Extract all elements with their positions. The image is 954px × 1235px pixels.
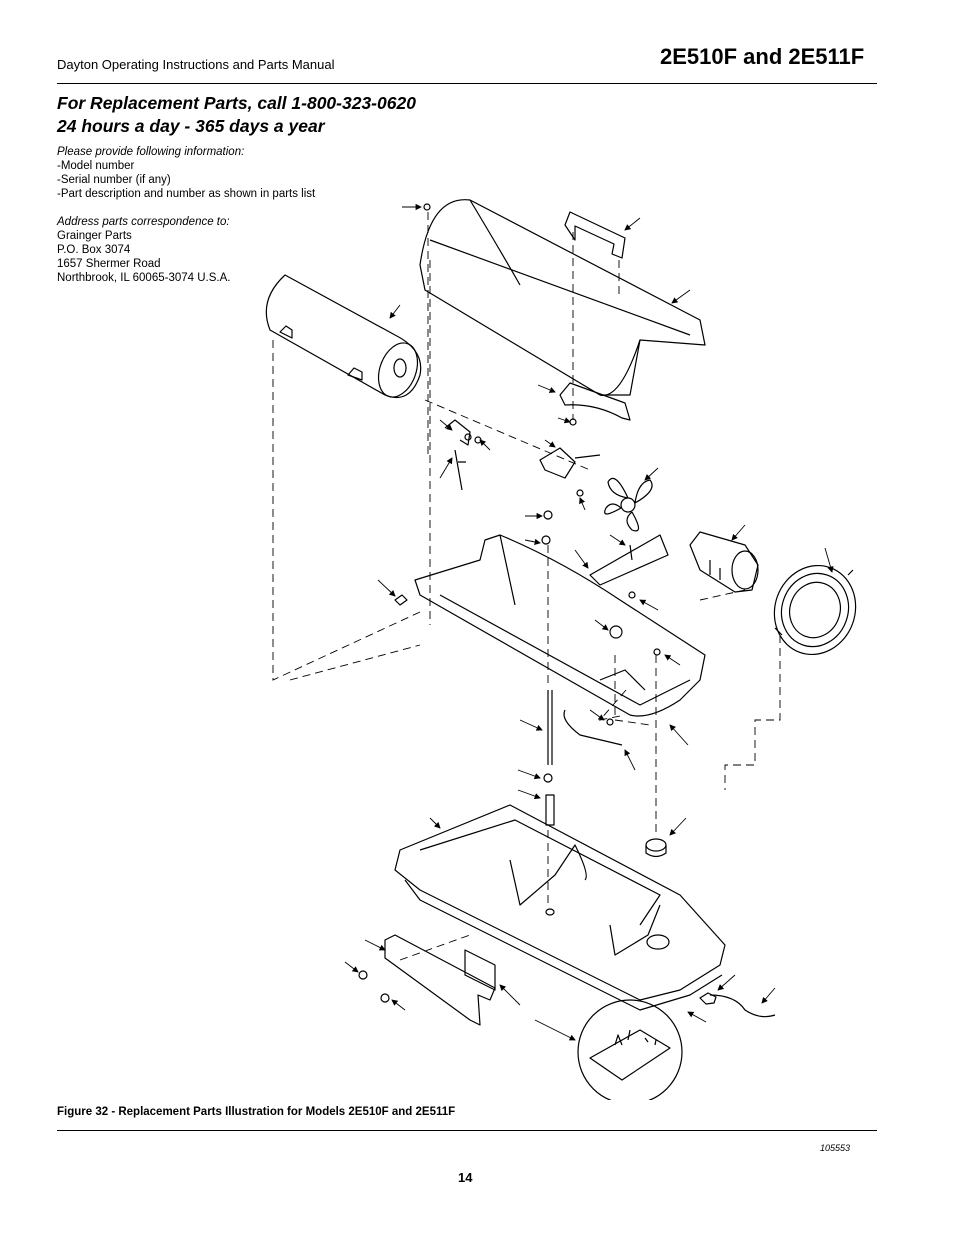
address-line: Northbrook, IL 60065-3074 U.S.A. — [57, 272, 231, 284]
manual-title: Dayton Operating Instructions and Parts … — [57, 57, 335, 72]
address-block: Address parts correspondence to: Grainge… — [57, 215, 230, 285]
fan-guard — [773, 564, 857, 656]
combustion-chamber — [265, 274, 422, 399]
info-item-serial: -Serial number (if any) — [57, 174, 171, 186]
info-item-part: -Part description and number as shown in… — [57, 188, 316, 200]
ignitor — [444, 419, 471, 491]
side-bracket — [384, 934, 496, 1026]
parts-illustration — [265, 199, 857, 1100]
replacement-phone-line: For Replacement Parts, call 1-800-323-06… — [57, 93, 416, 113]
replacement-parts-headline: For Replacement Parts, call 1-800-323-06… — [57, 92, 416, 138]
photocell-bracket — [539, 447, 601, 479]
lower-shell — [414, 534, 706, 717]
power-cord — [709, 994, 776, 1018]
gas-cap — [645, 838, 667, 858]
address-line: P.O. Box 3074 — [57, 244, 131, 256]
info-item-model: -Model number — [57, 160, 135, 172]
replacement-hours-line: 24 hours a day - 365 days a year — [57, 116, 325, 136]
fuel-tank — [394, 804, 726, 1011]
footer-rule — [57, 1130, 877, 1131]
address-line: Grainger Parts — [57, 230, 132, 242]
address-line: 1657 Shermer Road — [57, 258, 161, 270]
control-plate — [464, 949, 496, 991]
header-rule — [57, 83, 877, 84]
fuel-filter — [545, 794, 555, 826]
fan — [604, 477, 653, 532]
address-intro: Address parts correspondence to: — [57, 216, 230, 228]
handle — [564, 211, 626, 259]
info-intro: Please provide following information: — [57, 146, 245, 158]
page-number: 14 — [458, 1170, 473, 1185]
motor-bracket — [589, 534, 669, 586]
fuel-tube — [547, 690, 553, 765]
pc-board-detail — [577, 999, 683, 1100]
model-title: 2E510F and 2E511F — [660, 44, 865, 69]
upper-shell — [419, 199, 706, 396]
figure-caption: Figure 32 - Replacement Parts Illustrati… — [57, 1106, 456, 1118]
shield — [559, 382, 631, 421]
motor — [689, 531, 759, 593]
info-block: Please provide following information: -M… — [57, 145, 315, 201]
figure-code: 105553 — [820, 1143, 851, 1153]
